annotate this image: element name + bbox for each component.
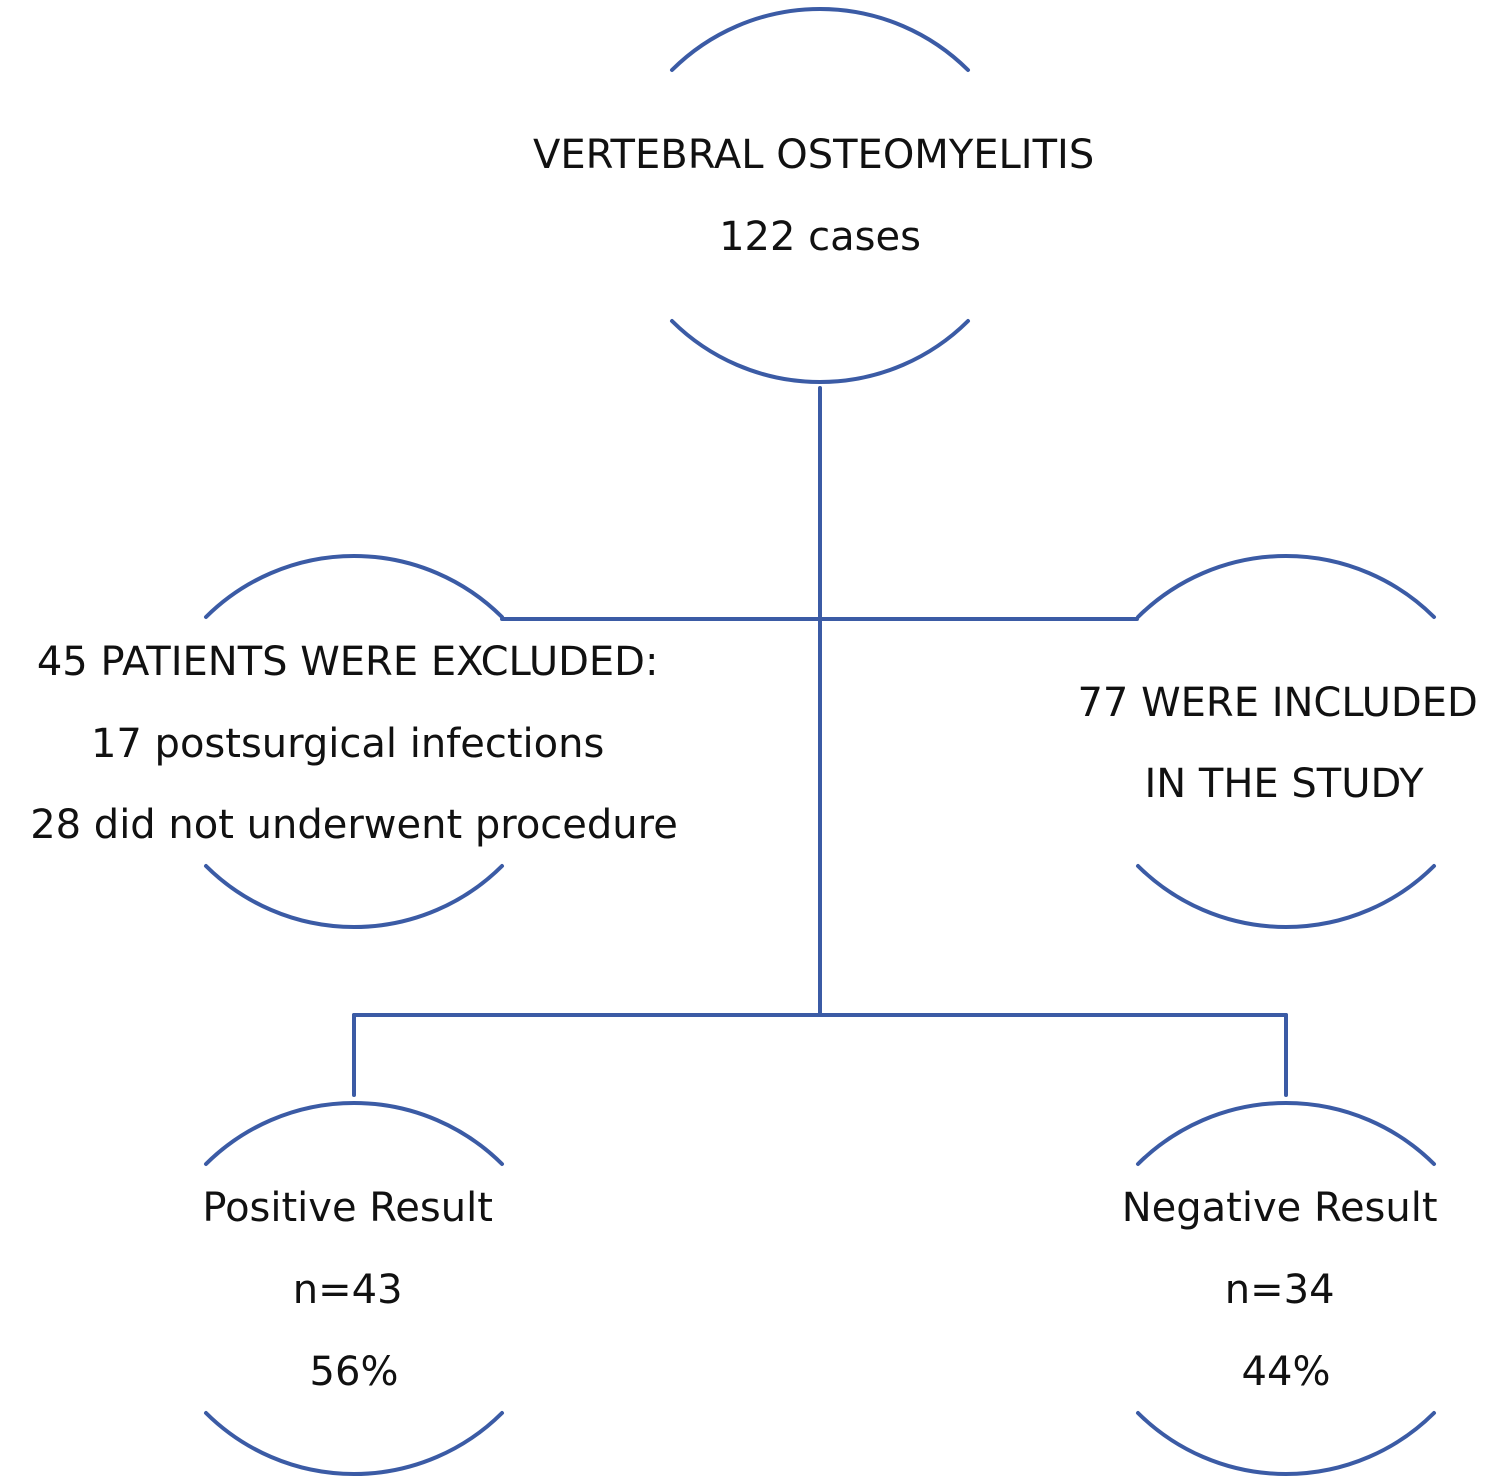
node-negative: Negative Result n=34 44% bbox=[1122, 1100, 1451, 1477]
node-included: 77 WERE INCLUDED IN THE STUDY bbox=[1077, 553, 1490, 930]
node-negative-line-3: 44% bbox=[1242, 1349, 1331, 1395]
svg-text:VERTEBRAL OSTEOMYELITIS: VERTEBRAL OSTEOMYELITIS 122 cases bbox=[533, 132, 1107, 260]
svg-text:77 WERE INCLUDED IN THE: 77 WERE INCLUDED IN THE STUDY bbox=[1077, 680, 1490, 807]
node-negative-top-arc bbox=[1136, 1100, 1436, 1166]
node-excluded-line-2: 17 postsurgical infections bbox=[91, 721, 604, 767]
node-positive-line-1: Positive Result bbox=[202, 1185, 493, 1231]
svg-text:Positive Result n=43: Positive Result n=43 56% bbox=[202, 1185, 505, 1395]
node-root-line-2: 122 cases bbox=[719, 214, 921, 260]
node-positive-line-2: n=43 bbox=[293, 1267, 403, 1313]
svg-text:Negative Result n=34: Negative Result n=34 44% bbox=[1122, 1185, 1451, 1395]
node-root: VERTEBRAL OSTEOMYELITIS 122 cases bbox=[533, 6, 1107, 385]
connectors bbox=[352, 386, 1288, 1097]
node-excluded: 45 PATIENTS WERE EXCLUDED: 17 postsurgic… bbox=[30, 553, 678, 930]
node-included-bottom-arc bbox=[1136, 864, 1436, 930]
node-included-line-2: IN THE STUDY bbox=[1144, 761, 1424, 807]
node-included-top-arc bbox=[1136, 553, 1436, 619]
node-root-line-1: VERTEBRAL OSTEOMYELITIS bbox=[533, 132, 1094, 178]
node-negative-bottom-arc bbox=[1136, 1411, 1436, 1477]
node-excluded-line-3: 28 did not underwent procedure bbox=[30, 802, 678, 848]
node-positive-line-3: 56% bbox=[310, 1349, 399, 1395]
node-negative-line-1: Negative Result bbox=[1122, 1185, 1438, 1231]
node-excluded-bottom-arc bbox=[204, 864, 504, 930]
node-excluded-line-1: 45 PATIENTS WERE EXCLUDED: bbox=[37, 639, 659, 685]
svg-text:45 PATIENTS WERE EXCLUDED:: 45 PATIENTS WERE EXCLUDED: 17 postsurgic… bbox=[30, 639, 678, 848]
node-included-line-1: 77 WERE INCLUDED bbox=[1077, 680, 1477, 726]
node-excluded-top-arc bbox=[204, 553, 504, 619]
node-negative-line-2: n=34 bbox=[1225, 1267, 1335, 1313]
node-positive-top-arc bbox=[204, 1100, 504, 1166]
node-positive: Positive Result n=43 56% bbox=[202, 1100, 505, 1477]
node-root-top-arc bbox=[670, 6, 970, 72]
node-root-bottom-arc bbox=[670, 319, 970, 385]
node-positive-bottom-arc bbox=[204, 1411, 504, 1477]
